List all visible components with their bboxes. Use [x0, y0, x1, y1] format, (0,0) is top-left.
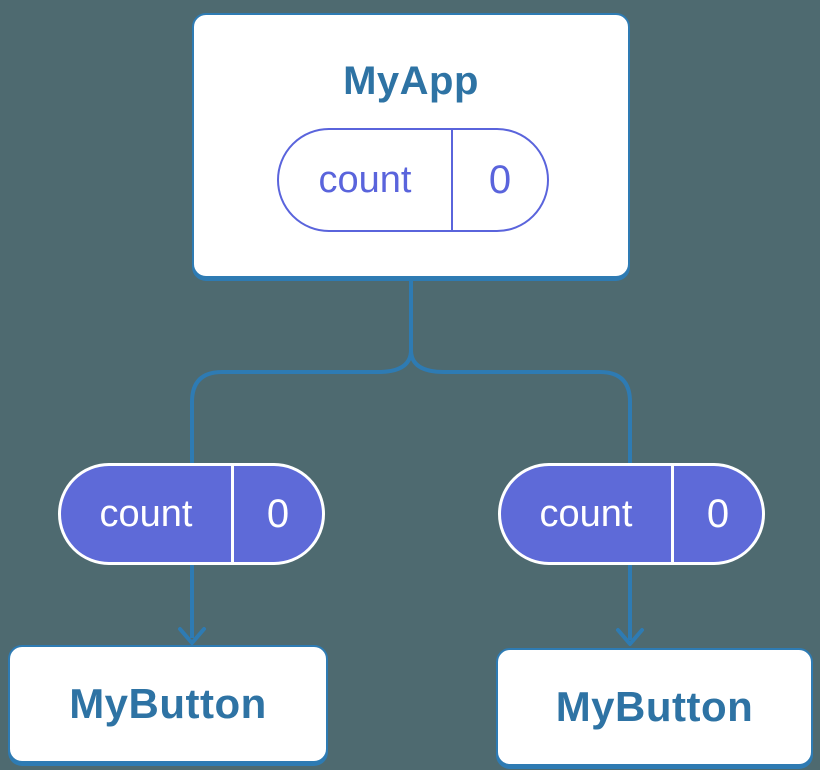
- arrowhead-right: [616, 628, 644, 646]
- edge-root-to-left-child: [190, 280, 413, 638]
- state-pill-right-child-name: count: [501, 466, 674, 562]
- node-mybutton-right: MyButton: [496, 648, 813, 766]
- node-myapp-title: MyApp: [343, 59, 479, 103]
- state-pill-left-child-value: 0: [266, 491, 290, 536]
- node-mybutton-left: MyButton: [8, 645, 328, 763]
- state-pill-myapp-value: 0: [488, 157, 512, 202]
- state-pill-myapp-name: count: [279, 130, 453, 230]
- state-pill-myapp: count 0: [277, 128, 549, 232]
- edge-root-to-right-child: [409, 349, 632, 640]
- arrowhead-left: [178, 627, 206, 645]
- state-pill-left-child: count 0: [58, 463, 325, 565]
- node-mybutton-right-title: MyButton: [555, 683, 754, 730]
- state-pill-right-child: count 0: [498, 463, 765, 565]
- node-mybutton-left-title: MyButton: [69, 680, 267, 727]
- state-pill-right-child-value: 0: [706, 491, 730, 536]
- node-myapp: MyApp count 0: [192, 13, 630, 278]
- state-pill-left-child-name: count: [61, 466, 234, 562]
